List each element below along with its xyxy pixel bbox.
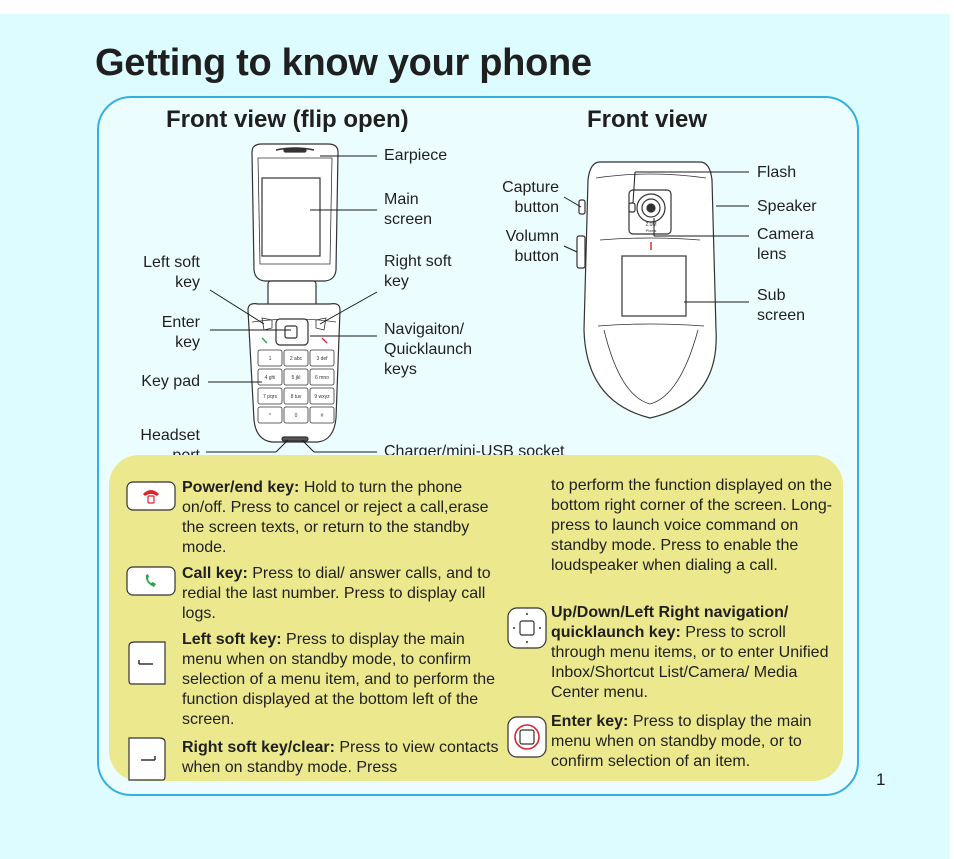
label-right-soft-key: Right soft key: [384, 253, 452, 290]
right-soft-key-text: Press to view contacts when on standby m…: [182, 739, 499, 776]
power-key-text: Hold to turn the phone on/off. Press to …: [182, 479, 489, 556]
right-soft-key-name: Right soft key/clear:: [182, 739, 335, 756]
label-nav-keys: Navigaiton/ Quicklaunch keys: [384, 321, 473, 378]
front-view-title: Front view: [587, 106, 708, 133]
power-key-name: Power/end key:: [182, 479, 300, 496]
navigation-key-description: Up/Down/Left Right navigation/ quicklaun…: [551, 603, 835, 703]
call-key-text: Press to dial/ answer calls, and to redi…: [182, 565, 491, 622]
left-soft-key-description: Left soft key: Press to display the main…: [182, 630, 504, 730]
left-soft-key-name: Left soft key:: [182, 631, 282, 648]
right-soft-key-icon: [128, 737, 166, 781]
label-enter-key: Enter key: [161, 314, 200, 351]
flip-open-view-title: Front view (flip open): [166, 106, 409, 133]
call-key-name: Call key:: [182, 565, 248, 582]
label-capture-button: Capture button: [502, 179, 559, 216]
left-soft-key-icon: [128, 641, 166, 685]
enter-key-description: Enter key: Press to display the main men…: [551, 712, 837, 772]
label-earpiece: Earpiece: [384, 147, 448, 164]
page-number: 1: [876, 770, 886, 789]
navigation-key-text: Press to scroll through menu items, or t…: [551, 624, 829, 701]
left-soft-key-text: Press to display the main menu when on s…: [182, 631, 496, 728]
call-key-description: Call key: Press to dial/ answer calls, a…: [182, 564, 500, 624]
end-call-icon: [126, 481, 176, 511]
navigation-key-name: Up/Down/Left Right navigation/ quicklaun…: [551, 604, 789, 641]
enter-key-text: Press to display the main menu when on s…: [551, 713, 812, 770]
label-flash: Flash: [757, 164, 797, 181]
label-left-soft-key: Left soft key: [143, 254, 200, 291]
right-soft-key-description-continued: to perform the function displayed on the…: [551, 477, 833, 574]
key-descriptions-panel: [109, 455, 843, 781]
enter-key-icon: [507, 716, 547, 758]
page-title: Getting to know your phone: [95, 42, 592, 84]
right-soft-key-description: Right soft key/clear: Press to view cont…: [182, 738, 500, 778]
label-camera-lens: Camera lens: [757, 226, 814, 263]
label-speaker: Speaker: [757, 198, 817, 215]
label-key-pad: Key pad: [141, 373, 200, 390]
label-main-screen: Main screen: [384, 191, 433, 228]
power-key-description: Power/end key: Hold to turn the phone on…: [182, 478, 500, 558]
enter-key-name: Enter key:: [551, 713, 629, 730]
navigation-key-icon: [507, 607, 547, 649]
label-sub-screen: Sub screen: [757, 287, 806, 324]
label-volume-button: Volumn button: [505, 228, 559, 265]
call-icon: [126, 566, 176, 596]
